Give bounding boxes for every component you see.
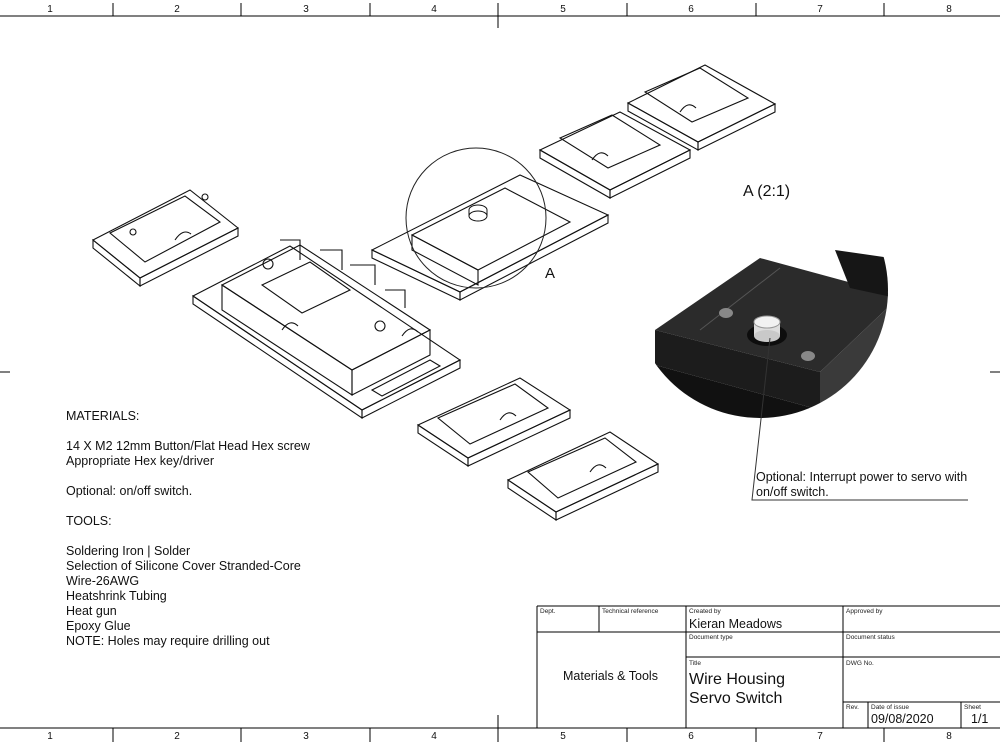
- approved-by-label: Approved by: [846, 608, 883, 615]
- tool-item: Wire-26AWG: [66, 574, 140, 588]
- zone-bottom-3: 3: [303, 731, 309, 742]
- title-line-1: Wire Housing: [689, 671, 786, 688]
- tool-item: Heatshrink Tubing: [66, 589, 167, 603]
- tool-item: Selection of Silicone Cover Stranded-Cor…: [66, 559, 301, 573]
- date-label: Date of issue: [871, 704, 909, 711]
- callout-label: A: [545, 265, 556, 282]
- materials-heading: MATERIALS:: [66, 409, 140, 423]
- tool-item: Heat gun: [66, 604, 117, 618]
- material-item: Appropriate Hex key/driver: [66, 454, 214, 468]
- title-label: Title: [689, 660, 702, 667]
- zone-top-1: 1: [47, 4, 53, 15]
- sheet-label: Sheet: [964, 704, 981, 711]
- detail-note-line-2: on/off switch.: [756, 485, 829, 499]
- detail-view: [632, 250, 888, 418]
- doc-status-label: Document status: [846, 634, 895, 641]
- isometric-parts: [91, 64, 777, 522]
- zone-top-3: 3: [303, 4, 309, 15]
- created-by-label: Created by: [689, 608, 721, 615]
- optional-note: Optional: on/off switch.: [66, 484, 193, 498]
- created-by-value: Kieran Meadows: [689, 617, 783, 631]
- tool-item: Epoxy Glue: [66, 619, 131, 633]
- material-item: 14 X M2 12mm Button/Flat Head Hex screw: [66, 439, 310, 453]
- dept-label: Dept.: [540, 608, 556, 615]
- tools-heading: TOOLS:: [66, 514, 112, 528]
- doc-type-label: Document type: [689, 634, 733, 641]
- zone-top-2: 2: [174, 4, 180, 15]
- dwg-no-label: DWG No.: [846, 660, 874, 667]
- sheet-value: 1/1: [971, 712, 989, 726]
- title-line-2: Servo Switch: [689, 690, 783, 707]
- detail-callout-circle: [405, 147, 547, 289]
- detail-note-line-1: Optional: Interrupt power to servo with: [756, 470, 968, 484]
- zone-bottom-7: 7: [817, 731, 823, 742]
- detail-leader: [751, 337, 968, 501]
- zone-bottom-6: 6: [688, 731, 694, 742]
- zone-top-4: 4: [431, 4, 437, 15]
- zone-bottom-8: 8: [946, 731, 952, 742]
- zone-bottom-4: 4: [431, 731, 437, 742]
- zone-top-8: 8: [946, 4, 952, 15]
- tech-ref-label: Technical reference: [602, 608, 659, 615]
- rev-label: Rev.: [846, 704, 859, 711]
- dept-value: Materials & Tools: [563, 669, 658, 683]
- tool-item: Soldering Iron | Solder: [66, 544, 191, 558]
- zone-bottom-2: 2: [174, 731, 180, 742]
- zone-bottom-5: 5: [560, 731, 566, 742]
- zone-top-5: 5: [560, 4, 566, 15]
- zone-bottom-1: 1: [47, 731, 53, 742]
- tool-item: NOTE: Holes may require drilling out: [66, 634, 270, 648]
- zone-top-6: 6: [688, 4, 694, 15]
- zone-top-7: 7: [817, 4, 823, 15]
- detail-view-label: A (2:1): [743, 183, 791, 200]
- date-value: 09/08/2020: [871, 712, 934, 726]
